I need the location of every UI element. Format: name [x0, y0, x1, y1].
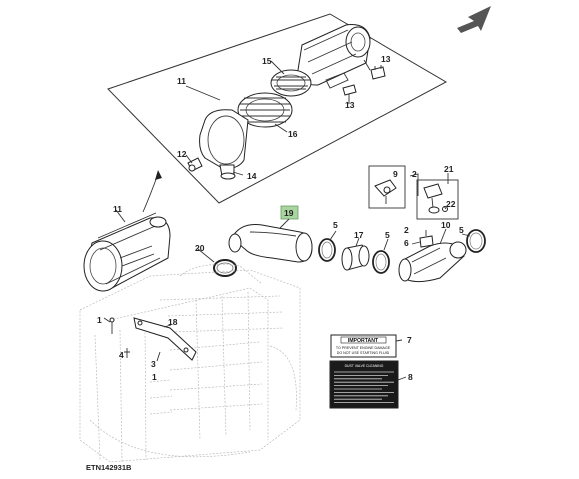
callout-14[interactable]: 14	[247, 171, 257, 181]
decal-important-title: IMPORTANT	[348, 338, 379, 344]
callout-19-highlight[interactable]	[280, 205, 299, 220]
callout-6[interactable]: 6	[404, 238, 409, 248]
callout-5a[interactable]: 5	[333, 220, 338, 230]
callout-4[interactable]: 4	[119, 350, 124, 360]
callout-18[interactable]: 18	[168, 317, 178, 327]
sensor-part-6	[419, 230, 434, 248]
callout-22[interactable]: 22	[446, 199, 456, 209]
callout-1b[interactable]: 1	[152, 372, 157, 382]
callout-16[interactable]: 16	[288, 129, 298, 139]
drawing-id: ETN142931B	[86, 463, 132, 472]
callout-5b[interactable]: 5	[385, 230, 390, 240]
sensor-detail-21	[423, 183, 448, 214]
callout-17[interactable]: 17	[354, 230, 364, 240]
callout-2[interactable]: 2	[412, 169, 417, 179]
callout-15[interactable]: 15	[262, 56, 272, 66]
callout-11a[interactable]: 11	[177, 76, 186, 86]
callout-7[interactable]: 7	[407, 335, 412, 345]
sensor-detail-9	[374, 179, 397, 204]
air-cleaner-cover	[199, 109, 249, 180]
hose-sleeve	[341, 244, 370, 271]
callout-20[interactable]: 20	[195, 243, 205, 253]
hose-clamp-5b	[372, 250, 390, 274]
callout-13b[interactable]: 13	[345, 100, 355, 110]
mounting-bracket	[133, 317, 197, 361]
callout-3[interactable]: 3	[151, 359, 156, 369]
bolt-part-4	[124, 348, 130, 358]
callout-5c[interactable]: 5	[459, 225, 464, 235]
secondary-filter-element	[237, 92, 293, 128]
decal-instructions	[329, 360, 399, 409]
callout-1a[interactable]: 1	[97, 315, 102, 325]
air-cleaner-housing-top	[297, 24, 371, 89]
callout-10[interactable]: 10	[441, 220, 451, 230]
decal-instructions-title: DUST VALVE CLEANING	[345, 364, 384, 368]
bolt-part-1	[109, 317, 115, 334]
decal-important-line2: DO NOT USE STARTING FLUID	[337, 351, 390, 355]
callout-13a[interactable]: 13	[381, 54, 391, 64]
vehicle-outline	[79, 264, 301, 463]
valve-part-12	[187, 157, 203, 172]
callout-9[interactable]: 9	[393, 169, 398, 179]
hose-clamp-5a	[318, 238, 336, 262]
primary-filter-element	[270, 69, 312, 97]
intake-elbow	[398, 241, 467, 283]
clamp-part-13b	[342, 84, 357, 96]
decal-important-line1: TO PREVENT ENGINE DAMAGE	[336, 346, 391, 350]
callout-2b[interactable]: 2	[404, 225, 409, 235]
clamp-part-13a	[370, 65, 386, 80]
installed-air-cleaner	[83, 212, 171, 292]
callout-21[interactable]: 21	[444, 164, 454, 174]
decal-important	[330, 334, 397, 358]
hose-clamp-20	[213, 259, 237, 277]
hose-clamp-5c	[466, 229, 486, 253]
callout-19[interactable]: 19	[284, 208, 294, 218]
callout-12[interactable]: 12	[177, 149, 187, 159]
callout-8[interactable]: 8	[408, 372, 413, 382]
orientation-arrow-icon	[457, 6, 491, 33]
intake-hose	[228, 224, 313, 263]
callout-11b[interactable]: 11	[113, 204, 122, 214]
